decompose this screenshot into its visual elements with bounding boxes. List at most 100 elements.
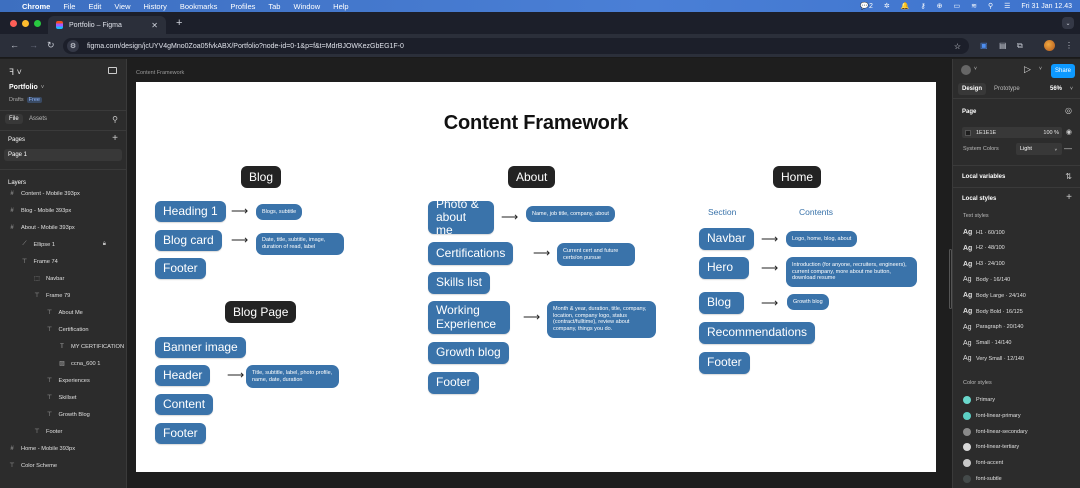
add-style-icon[interactable]: + [1066, 192, 1072, 203]
about-content-working-experience[interactable]: Month & year, duration, title, company, … [547, 301, 656, 338]
menu-bookmarks[interactable]: Bookmarks [179, 1, 218, 11]
home-content-blog[interactable]: Growth blog [787, 294, 829, 310]
layer-item[interactable]: #About - Mobile 393px [0, 219, 126, 236]
tab-design[interactable]: Design [958, 83, 987, 95]
browser-tab-active[interactable]: Portfolio – Figma ✕ [48, 16, 166, 34]
home-section-recommendations[interactable]: Recommendations [699, 322, 816, 344]
blog-section-heading-1[interactable]: Heading 1 [155, 201, 226, 222]
puzzle-extensions-icon[interactable]: ⧉ [1017, 41, 1023, 50]
color-style-item[interactable]: font-subtle [963, 475, 1002, 483]
close-window-button[interactable] [10, 20, 17, 27]
menu-file[interactable]: File [63, 1, 76, 11]
layer-item[interactable]: ⊤Certification [0, 321, 126, 338]
home-section-navbar[interactable]: Navbar [699, 228, 754, 250]
about-header[interactable]: About [508, 166, 556, 188]
home-section-blog[interactable]: Blog [699, 292, 744, 314]
blog-section-footer[interactable]: Footer [155, 258, 206, 279]
translate-extension-icon[interactable]: ▣ [980, 41, 988, 50]
layer-item[interactable]: #Home - Mobile 393px [0, 440, 126, 457]
local-variables-heading[interactable]: Local variables [962, 174, 1006, 180]
file-name[interactable]: Portfolio˅ [9, 84, 44, 91]
home-section-hero[interactable]: Hero [699, 257, 749, 279]
file-menu-chevron-icon[interactable]: ˅ [40, 85, 45, 91]
blog-header[interactable]: Blog [241, 166, 282, 188]
back-arrow-icon[interactable]: ← [10, 40, 19, 50]
layer-item[interactable]: ⊤Frame 79 [0, 287, 126, 304]
blogpage-content-header[interactable]: Title, subtitle, label, photo profile, n… [246, 365, 339, 388]
tab-file[interactable]: File [5, 114, 23, 124]
bookmark-star-icon[interactable]: ☆ [953, 41, 961, 51]
home-content-navbar[interactable]: Logo, home, blog, about [786, 231, 858, 247]
home-section-footer[interactable]: Footer [699, 352, 750, 374]
content-framework-frame[interactable]: Content Framework Blog Heading 1 ⟶ Blogs… [136, 82, 936, 472]
drafts-label[interactable]: Drafts [9, 97, 24, 103]
layer-item[interactable]: ▨ccna_600 1 [0, 355, 126, 372]
search-layers-icon[interactable]: ⚲ [112, 115, 118, 124]
color-palette-icon[interactable]: ◎ [1065, 106, 1072, 115]
blog-section-blog-card[interactable]: Blog card [155, 230, 222, 251]
zoom-chevron-icon[interactable]: ˅ [1070, 86, 1073, 92]
layer-item[interactable]: #Blog - Mobile 393px [0, 202, 126, 219]
url-text[interactable]: figma.com/design/jcUYV4gMno0Zoa05fvkABX/… [87, 42, 404, 50]
layer-item[interactable]: ⬚Navbar [0, 270, 126, 287]
color-style-item[interactable]: Primary [963, 396, 995, 404]
about-content-certifications[interactable]: Current cert and future certs/on pursue [557, 243, 635, 266]
color-style-item[interactable]: font-accent [963, 459, 1003, 468]
menu-view[interactable]: View [114, 1, 131, 11]
sync-icon[interactable]: ✲ [883, 3, 890, 10]
avatar-chevron-icon[interactable]: ˅ [974, 66, 977, 72]
page-opacity[interactable]: 100 [1043, 129, 1053, 136]
menu-profiles[interactable]: Profiles [230, 1, 256, 11]
home-header[interactable]: Home [773, 166, 822, 188]
canvas-scrollbar[interactable] [949, 249, 952, 309]
blog-content-blog-card[interactable]: Date, title, subtitle, image, duration o… [256, 233, 344, 255]
menu-history[interactable]: History [143, 1, 167, 11]
layer-item[interactable]: ⊤About Me [0, 304, 126, 321]
home-content-hero[interactable]: Introduction (for anyone, recruiters, en… [786, 257, 917, 287]
upload-icon[interactable]: ⊕ [936, 3, 943, 10]
layer-item[interactable]: ⊤Growth Blog [0, 406, 126, 423]
menu-tab[interactable]: Tab [268, 1, 281, 11]
blogpage-section-header[interactable]: Header [155, 365, 211, 386]
layer-item[interactable]: #Content - Mobile 393px [0, 185, 126, 202]
lock-icon[interactable]: 🔒︎ [102, 241, 106, 247]
tab-assets[interactable]: Assets [29, 116, 48, 122]
color-style-item[interactable]: font-linear-primary [963, 411, 1021, 420]
blogpage-section-footer[interactable]: Footer [155, 423, 206, 444]
new-tab-button[interactable]: + [176, 17, 183, 29]
site-settings-icon[interactable]: ⚙ [67, 40, 79, 52]
tab-search-chevron-icon[interactable]: ⌄ [1062, 17, 1074, 29]
present-play-icon[interactable]: ▷ [1024, 64, 1031, 74]
layer-item[interactable]: ⊤Color Scheme [0, 457, 126, 474]
minimize-window-button[interactable] [22, 20, 29, 27]
maximize-window-button[interactable] [34, 20, 41, 27]
chat-status-icon[interactable]: 💬2 [860, 3, 873, 10]
close-tab-icon[interactable]: ✕ [151, 20, 158, 30]
menu-window[interactable]: Window [293, 1, 321, 11]
address-bar[interactable]: ⚙ figma.com/design/jcUYV4gMno0Zoa05fvkAB… [63, 38, 969, 54]
menu-app-name[interactable]: Chrome [22, 1, 51, 11]
bell-icon[interactable]: 🔔 [900, 3, 910, 10]
key-icon[interactable]: ⚷ [920, 3, 926, 10]
toggle-sidebar-icon[interactable] [108, 67, 117, 74]
about-section-footer[interactable]: Footer [428, 372, 479, 394]
blog-page-header[interactable]: Blog Page [225, 301, 297, 323]
present-chevron-icon[interactable]: ˅ [1039, 66, 1042, 72]
reload-icon[interactable]: ↻ [47, 40, 55, 50]
page-color-swatch[interactable] [965, 129, 971, 136]
layer-item[interactable]: ⊤Footer [0, 423, 126, 440]
layer-item[interactable]: ⊤Frame 74 [0, 253, 126, 270]
menu-edit[interactable]: Edit [88, 1, 102, 11]
about-section-working-experience[interactable]: Working Experience [428, 301, 510, 334]
color-style-item[interactable]: font-linear-tertiary [963, 443, 1019, 452]
forward-arrow-icon[interactable]: → [29, 40, 38, 50]
zoom-level[interactable]: 56% [1050, 86, 1063, 92]
